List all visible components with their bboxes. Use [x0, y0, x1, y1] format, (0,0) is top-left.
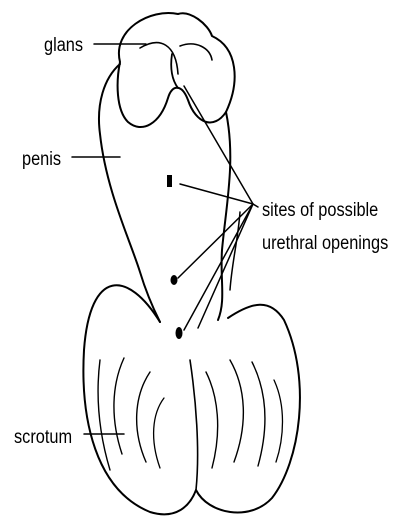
leader-line-site	[180, 184, 253, 204]
label-penis: penis	[22, 150, 61, 169]
label-scrotum: scrotum	[14, 428, 72, 447]
opening-mark	[167, 175, 172, 187]
scrotal-fold	[154, 398, 164, 468]
glans-ridge	[180, 44, 212, 60]
glans-outline	[118, 13, 235, 127]
leader-line-site	[184, 86, 253, 204]
scrotal-fold	[230, 360, 243, 462]
scrotal-fold	[252, 362, 265, 466]
label-sites-line1: sites of possible	[262, 201, 378, 220]
leader-line-site	[184, 204, 253, 330]
scrotal-fold	[137, 372, 150, 462]
opening-mark	[171, 275, 178, 285]
leader-line-site	[253, 204, 258, 207]
scrotum-outline	[83, 285, 300, 514]
scrotal-fold	[274, 380, 283, 462]
scrotal-fold	[98, 360, 110, 470]
scrotal-fold	[206, 372, 218, 468]
penis-outline	[99, 64, 160, 322]
scrotal-raphe	[190, 360, 198, 490]
label-glans: glans	[44, 36, 83, 55]
label-sites-line2: urethral openings	[262, 234, 388, 253]
opening-mark	[176, 327, 183, 339]
leader-line-site	[178, 204, 253, 278]
scrotal-fold	[114, 358, 124, 454]
penis-outline	[218, 112, 230, 320]
